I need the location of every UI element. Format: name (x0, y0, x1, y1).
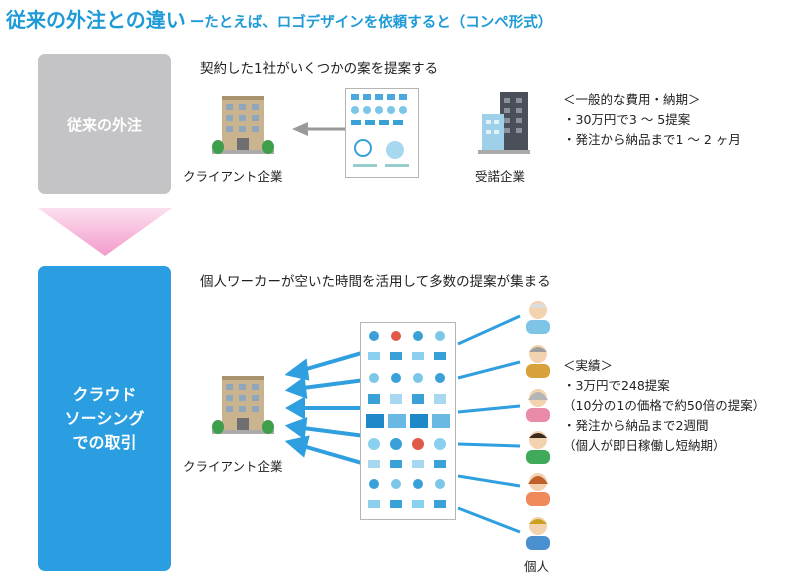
arrow-group (285, 350, 365, 466)
office-building-icon (478, 92, 530, 154)
old-info-heading: ＜一般的な費用・納期＞ (563, 92, 701, 107)
office-building-icon (212, 376, 274, 434)
old-info-item: ・30万円で3 ～ 5提案 (563, 112, 691, 127)
arrow-icon (457, 442, 521, 448)
old-method-description: 契約した1社がいくつかの案を提案する (200, 61, 439, 77)
arrow-icon (302, 378, 365, 390)
down-arrow-icon (38, 208, 172, 256)
arrow-icon (285, 416, 308, 440)
person-icon (526, 473, 550, 506)
old-info-block: ＜一般的な費用・納期＞ ・30万円で3 ～ 5提案 ・発注から納品まで1 ～ 2… (563, 90, 741, 150)
new-client-label: クライアント企業 (183, 459, 283, 474)
arrow-icon (285, 396, 305, 420)
arrow-icon (457, 474, 521, 488)
person-icon (526, 345, 550, 378)
arrow-icon (292, 122, 350, 136)
document-sheet-icon (360, 322, 456, 520)
old-client-label: クライアント企業 (183, 169, 283, 184)
arrow-icon (457, 404, 521, 414)
workers-label: 個人 (524, 559, 550, 574)
new-info-heading: ＜実績＞ (563, 358, 614, 373)
new-method-description: 個人ワーカーが空いた時間を活用して多数の提案が集まる (200, 274, 551, 290)
title-main: 従来の外注との違い (6, 8, 186, 32)
office-building-icon (212, 96, 274, 154)
new-method-label-line: ソーシング (64, 408, 145, 428)
person-icon (526, 517, 550, 550)
new-info-line: ・発注から納品まで2週間 (563, 418, 709, 433)
document-sheet-icon (345, 88, 419, 178)
old-method-box: 従来の外注 (38, 54, 171, 194)
arrow-icon (285, 358, 310, 381)
title-sub: ーたとえば、ロゴデザインを依頼すると（コンペ形式） (189, 15, 553, 31)
person-icon (526, 431, 550, 464)
contractor-label: 受諾企業 (475, 169, 526, 184)
arrow-icon (457, 360, 521, 380)
arrow-icon (302, 350, 365, 372)
arrow-icon (285, 435, 310, 458)
arrow-icon (457, 314, 521, 346)
arrow-icon (302, 444, 365, 466)
new-info-line: ・3万円で248提案 (563, 378, 670, 393)
old-method-label: 従来の外注 (66, 115, 142, 134)
old-info-item: ・発注から納品まで1 ～ 2 ヶ月 (563, 132, 741, 147)
person-icon (526, 301, 550, 334)
new-method-label-line: での取引 (72, 432, 137, 452)
new-method-label-line: クラウド (72, 384, 137, 404)
arrow-icon (302, 426, 365, 438)
new-info-block: ＜実績＞ ・3万円で248提案 （10分の1の価格で約50倍の提案） ・発注から… (563, 356, 765, 456)
person-icon (526, 389, 550, 422)
new-info-line: （10分の1の価格で約50倍の提案） (563, 398, 766, 413)
new-method-box: クラウド ソーシング での取引 (38, 266, 171, 571)
arrow-icon (457, 506, 521, 534)
arrow-group (457, 314, 521, 534)
new-info-line: （個人が即日稼働し短納期） (563, 438, 726, 453)
page-title: 従来の外注との違いーたとえば、ロゴデザインを依頼すると（コンペ形式） (6, 4, 552, 33)
arrow-icon (285, 376, 308, 400)
